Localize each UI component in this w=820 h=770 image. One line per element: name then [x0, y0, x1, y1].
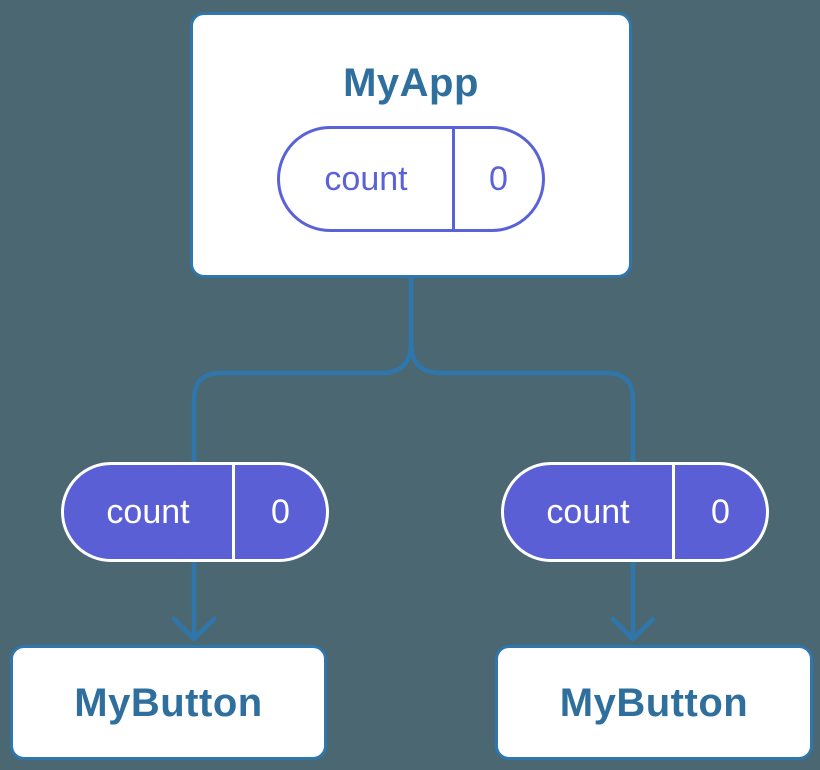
child-component-card-left: MyButton	[10, 645, 327, 760]
prop-pill-left-value: 0	[271, 492, 290, 531]
state-pill-label: count	[280, 129, 455, 229]
state-pill-value: 0	[489, 159, 508, 198]
prop-pill-right-label: count	[504, 465, 675, 559]
arrowhead-left-icon	[171, 616, 217, 642]
root-component-card: MyApp count 0	[190, 12, 632, 278]
prop-pill-right: count 0	[501, 462, 769, 562]
root-component-title: MyApp	[343, 61, 479, 105]
child-component-card-right: MyButton	[495, 645, 813, 760]
prop-pill-left-label: count	[64, 465, 235, 559]
arrowhead-right-icon	[610, 616, 656, 642]
prop-pill-left: count 0	[61, 462, 329, 562]
child-component-title-right: MyButton	[559, 680, 749, 725]
prop-pill-right-value: 0	[711, 492, 730, 531]
state-pill: count 0	[277, 126, 545, 232]
child-component-title-left: MyButton	[74, 680, 263, 725]
